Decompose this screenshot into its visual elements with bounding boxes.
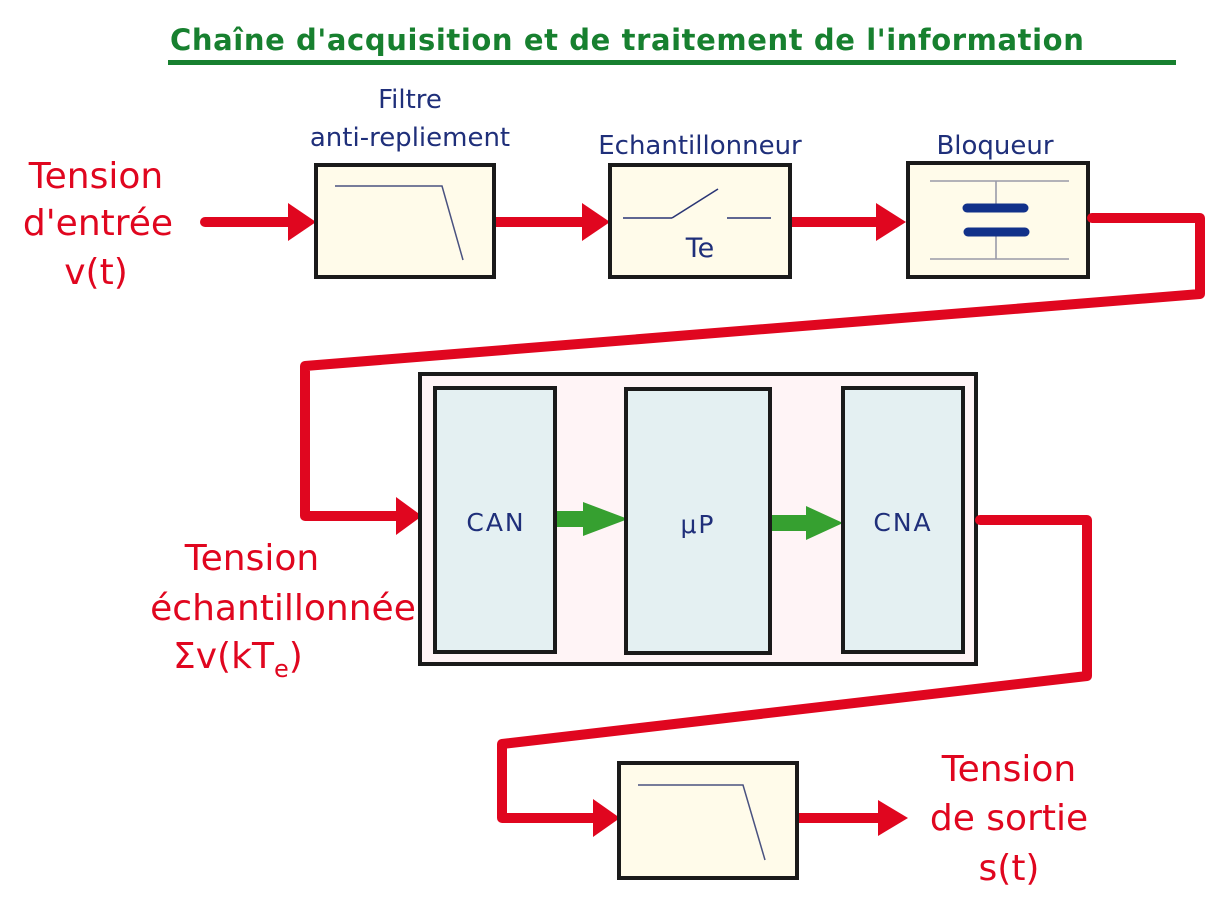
wire-cna-to-output-filter (497, 515, 1092, 823)
output-signal-label: Tension de sortie s(t) (930, 749, 1088, 889)
switch-icon (623, 188, 771, 219)
cna-label: CNA (873, 508, 932, 537)
wire-holder-to-can (300, 213, 1205, 521)
can-label: CAN (466, 508, 525, 537)
sampled-signal-label: Tension échantillonnée Σv(kTe) (150, 538, 416, 683)
anti-aliasing-filter-block (314, 163, 496, 279)
arrow-into-output-filter (593, 799, 620, 837)
diagram-title: Chaîne d'acquisition et de traitement de… (170, 23, 1084, 57)
svg-text:de sortie: de sortie (930, 798, 1088, 839)
arrow-can-to-up (557, 502, 628, 536)
sampling-period-label: Te (685, 233, 715, 264)
svg-text:v(t): v(t) (64, 252, 128, 293)
svg-text:Σv(kTe): Σv(kTe) (173, 636, 303, 683)
sampler-label: Echantillonneur (598, 131, 802, 161)
output-arrow (799, 800, 908, 836)
arrow-up-to-cna (772, 506, 843, 540)
svg-text:Tension: Tension (184, 538, 319, 579)
svg-text:échantillonnée: échantillonnée (150, 588, 416, 629)
svg-text:Tension: Tension (28, 156, 163, 197)
input-signal-label: Tension d'entrée v(t) (23, 156, 173, 293)
arrow-filter-to-sampler (496, 203, 610, 241)
lowpass-filter-icon (335, 185, 464, 261)
input-arrow (200, 203, 316, 241)
filter-label-line1: Filtre (378, 85, 442, 115)
holder-label: Bloqueur (936, 131, 1053, 161)
digital-processing-group: CAN μP CNA (418, 372, 978, 666)
svg-text:d'entrée: d'entrée (23, 203, 173, 244)
holder-block (906, 161, 1090, 279)
capacitor-icon (930, 180, 1069, 260)
can-block: CAN (433, 386, 557, 654)
microprocessor-label: μP (681, 510, 716, 539)
sampler-block: Te (608, 163, 792, 279)
filter-label-line2: anti-repliement (310, 123, 510, 153)
arrow-sampler-to-holder (792, 203, 906, 241)
microprocessor-block: μP (624, 387, 772, 655)
output-filter-block (617, 761, 799, 880)
lowpass-filter-icon (638, 784, 766, 861)
svg-text:s(t): s(t) (979, 848, 1040, 889)
title-underline (168, 60, 1176, 65)
arrow-into-can (396, 497, 422, 535)
svg-text:Tension: Tension (941, 749, 1076, 790)
cna-block: CNA (841, 386, 965, 654)
